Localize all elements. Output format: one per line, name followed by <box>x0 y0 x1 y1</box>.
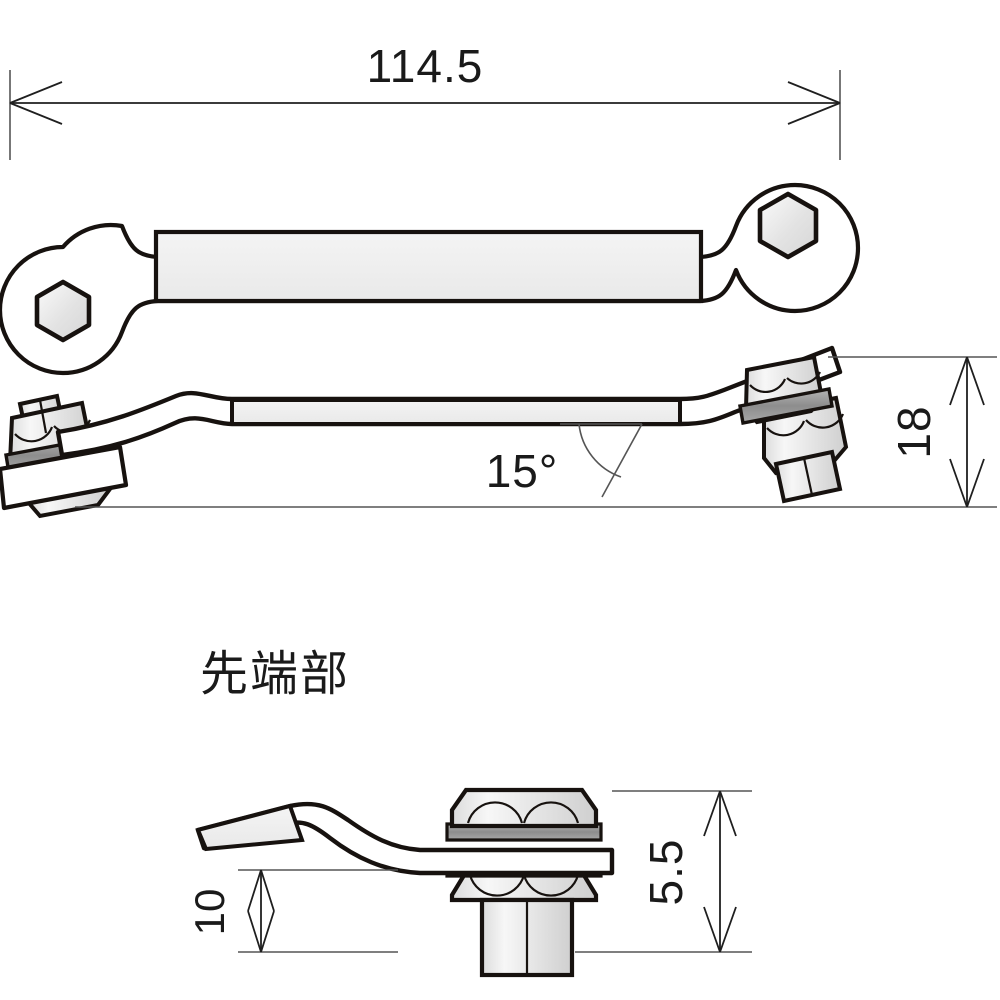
dimension-detail-offset: 10 <box>186 869 398 953</box>
detail-view-title: 先端部 <box>200 646 350 702</box>
bolt-right-upper-chamfer-b <box>786 371 821 385</box>
detail-arm-outline <box>195 801 615 876</box>
thickness-arrowhead-top-icon <box>703 790 737 837</box>
offset-arrowhead-top-icon <box>247 869 275 912</box>
arrowhead-top-icon <box>949 356 985 406</box>
thickness-arrowhead-bottom-icon <box>703 906 737 953</box>
detail-bolt-lower <box>449 869 599 978</box>
bolt-right-lower-chamfer-b <box>805 413 845 429</box>
angle-reference-ray <box>601 423 643 498</box>
bolt-right-upper-chamfer-a <box>749 378 787 394</box>
hex-hole-right <box>757 191 819 260</box>
bolt-left-upper-edge <box>38 399 48 434</box>
detail-nut-upper <box>449 787 599 829</box>
arrowhead-left-icon <box>9 81 63 125</box>
detail-view-tip <box>195 787 615 978</box>
bolt-right-lower-edge <box>802 457 814 496</box>
washer-right <box>738 387 834 425</box>
detail-nut-chamfer-b <box>522 801 580 824</box>
arrowhead-bottom-icon <box>949 458 985 508</box>
dimension-side-height: 18 <box>75 356 997 508</box>
arrowhead-right-icon <box>787 81 841 125</box>
hex-hole-left <box>34 279 92 343</box>
detail-thickness-value: 5.5 <box>640 839 692 906</box>
plan-view-wrench <box>0 182 861 376</box>
detail-bolt-chamfer-a <box>468 874 526 897</box>
angle-arc <box>578 423 622 478</box>
overall-length-value: 114.5 <box>367 40 484 92</box>
wrench-grip-block <box>153 229 704 304</box>
detail-bolt-chamfer-b <box>522 874 580 897</box>
side-view-wrench <box>0 345 849 519</box>
dimension-bend-angle: 15° <box>486 423 643 498</box>
dimension-overall-length: 114.5 <box>9 40 841 160</box>
dimension-detail-thickness: 5.5 <box>575 790 752 953</box>
detail-nut-upper-body <box>449 787 599 829</box>
bolt-right-lower-chamfer-a <box>766 420 806 437</box>
detail-tip-block <box>195 803 305 852</box>
side-grip-block <box>230 398 682 426</box>
bolt-left-upper-chamfer-a <box>14 426 54 443</box>
detail-offset-value: 10 <box>186 889 233 936</box>
bend-angle-value: 15° <box>486 445 559 497</box>
side-height-value: 18 <box>888 405 940 458</box>
offset-arrowhead-bottom-icon <box>247 910 275 953</box>
detail-nut-chamfer-a <box>466 801 524 824</box>
